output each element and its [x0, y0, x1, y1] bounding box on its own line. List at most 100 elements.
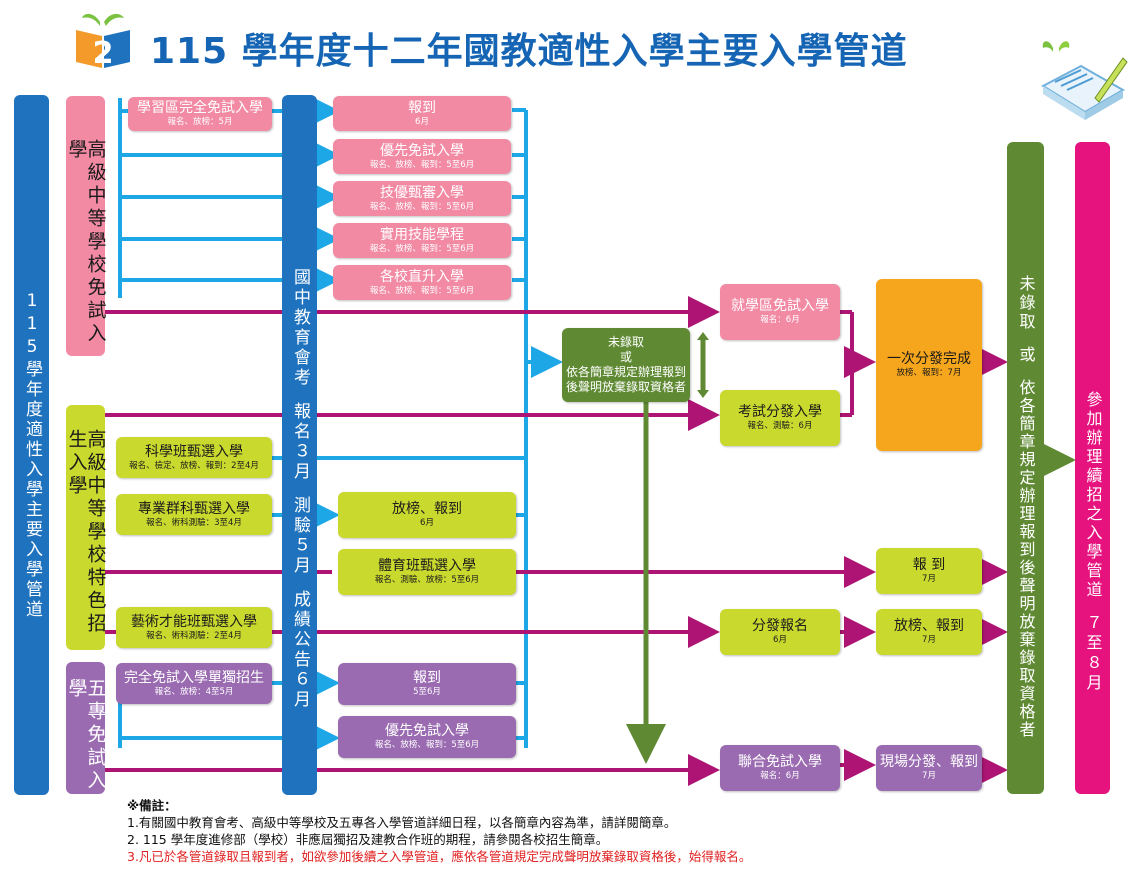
box-subtitle: 報名、術科測驗：2至4月 — [146, 630, 242, 641]
box-independent: 完全免試入學單獨招生 報名、放榜：4至5月 — [116, 663, 272, 704]
box-subtitle: 報名、放榜、報到：5至6月 — [369, 201, 475, 212]
box-subtitle: 報名、測驗、放榜：5至6月 — [374, 575, 480, 585]
page-title: 115 學年度十二年國教適性入學主要入學管道 — [150, 31, 908, 72]
box-title: 放榜、報到 — [894, 618, 964, 634]
box-science: 科學班甄選入學 報名、檢定、放榜、報到：2至4月 — [116, 437, 272, 478]
exam-bar: 國中教育會考 報名３月 測驗５月 成績公告６月 — [282, 95, 317, 795]
box-line: 依各簡章規定辦理報到 — [565, 365, 686, 379]
box-title: 就學區免試入學 — [731, 298, 829, 314]
box-subtitle: 報名、放榜、報到：5至6月 — [369, 243, 475, 254]
box-subtitle: 報名、術科測驗：3至4月 — [146, 517, 242, 528]
box-line: 後聲明放棄錄取資格者 — [565, 380, 686, 394]
notes-section: ※備註： 1.有關國中教育會考、高級中等學校及五專各入學管道詳細日程，以各簡章內… — [127, 797, 751, 865]
box-title: 技優甄審入學 — [380, 184, 464, 201]
category-five-year: 五專免試入學 — [65, 662, 107, 794]
right-bar-text: 未錄取 — [1016, 275, 1036, 332]
box-line: 未錄取 — [607, 335, 644, 349]
box-onsite: 現場分發、報到 7月 — [876, 745, 982, 791]
exam-bar-title: 國中教育會考 — [290, 268, 310, 388]
book-logo-icon: 2 — [70, 8, 140, 71]
box-subtitle: 7月 — [922, 635, 936, 645]
box-register: 報到 6月 — [333, 96, 511, 131]
box-arts: 藝術才能班甄選入學 報名、術科測驗：2至4月 — [116, 607, 272, 648]
box-priority: 優先免試入學 報名、放榜、報到：5至6月 — [333, 139, 511, 174]
not-admitted-box: 未錄取 或 依各簡章規定辦理報到 後聲明放棄錄取資格者 — [562, 328, 690, 402]
box-title: 優先免試入學 — [380, 142, 464, 159]
exam-bar-register: 報名３月 — [290, 402, 310, 482]
right-bar-text: 或 — [1016, 346, 1036, 365]
box-title: 聯合免試入學 — [738, 754, 822, 770]
box-subtitle: 報名、檢定、放榜、報到：2至4月 — [129, 460, 259, 471]
box-title: 完全免試入學單獨招生 — [124, 669, 264, 686]
box-title: 報到 — [408, 99, 436, 116]
left-main-channel-bar: 115學年度適性入學主要入學管道 — [14, 95, 49, 795]
notepad-pencil-icon — [1035, 38, 1130, 128]
box-title: 報 到 — [912, 557, 946, 573]
box-subtitle: 報名、放榜、報到：5至6月 — [374, 740, 480, 750]
box-title: 優先免試入學 — [385, 723, 469, 739]
box-subtitle: 6月 — [415, 116, 429, 127]
svg-text:2: 2 — [93, 36, 114, 70]
box-subtitle: 7月 — [922, 771, 936, 781]
box-vocational: 專業群科甄選入學 報名、術科測驗：3至4月 — [116, 494, 272, 535]
box-practical: 實用技能學程 報名、放榜、報到：5至6月 — [333, 223, 511, 258]
left-main-channel-label: 115學年度適性入學主要入學管道 — [22, 291, 42, 620]
note-3: 3.凡已於各管道錄取且報到者，如欲參加後續之入學管道，應依各管道規定完成聲明放棄… — [127, 849, 752, 864]
box-direct: 各校直升入學 報名、放榜、報到：5至6月 — [333, 265, 511, 300]
category-free-exam: 高級中等學校免試入學 — [65, 96, 107, 356]
box-joint: 聯合免試入學 報名：6月 — [720, 745, 840, 791]
box-title: 現場分發、報到 — [880, 754, 978, 770]
box-subtitle: 報名、放榜、報到：5至6月 — [369, 285, 475, 296]
box-sports: 體育班甄選入學 報名、測驗、放榜：5至6月 — [338, 549, 516, 595]
box-sports-reg: 報 到 7月 — [876, 548, 982, 594]
category-free-exam-label: 高級中等學校免試入學 — [65, 139, 107, 346]
box-subtitle: 報名：6月 — [760, 771, 800, 781]
box-subtitle: 6月 — [773, 635, 787, 645]
box-subtitle: 報名：6月 — [760, 315, 800, 325]
box-title: 考試分發入學 — [738, 404, 822, 420]
box-title: 報到 — [413, 670, 441, 686]
note-1: 1.有關國中教育會考、高級中等學校及五專各入學管道詳細日程，以各簡章內容為準，請… — [127, 815, 677, 830]
box-release: 放榜、報到 6月 — [338, 492, 516, 538]
right-continue-bar: 參加辦理續招之入學管道 ７至８月 — [1075, 142, 1110, 794]
right-bar-text: 依各簡章規定辦理報到後聲明放棄錄取資格者 — [1016, 379, 1036, 739]
box-line: 或 — [619, 350, 632, 364]
box-dist-apply: 分發報名 6月 — [720, 609, 840, 655]
box-fy-register: 報到 5至6月 — [338, 663, 516, 705]
box-subtitle: 報名、放榜、報到：5至6月 — [369, 159, 475, 170]
right-continue-text: 參加辦理續招之入學管道 — [1083, 390, 1103, 600]
box-subtitle: 放榜、報到：7月 — [896, 368, 962, 378]
box-title: 實用技能學程 — [380, 226, 464, 243]
box-one-time: 一次分發完成 放榜、報到：7月 — [876, 279, 982, 451]
box-title: 體育班甄選入學 — [378, 558, 476, 574]
category-five-year-label: 五專免試入學 — [65, 678, 107, 793]
right-not-admitted-bar: 未錄取 或 依各簡章規定辦理報到後聲明放棄錄取資格者 — [1007, 142, 1044, 794]
box-exam-dist: 考試分發入學 報名、測驗：6月 — [720, 390, 840, 446]
exam-bar-test: 測驗５月 — [290, 496, 310, 576]
box-community-free: 學習區完全免試入學 報名、放榜：5月 — [128, 97, 272, 131]
box-title: 科學班甄選入學 — [145, 443, 243, 460]
box-subtitle: 5至6月 — [413, 687, 441, 697]
notes-header: ※備註： — [127, 798, 177, 813]
box-subtitle: 報名、放榜：4至5月 — [154, 686, 234, 697]
box-subtitle: 報名、測驗：6月 — [747, 421, 813, 431]
box-skill: 技優甄審入學 報名、放榜、報到：5至6月 — [333, 181, 511, 216]
box-subtitle: 6月 — [420, 518, 434, 528]
box-title: 藝術才能班甄選入學 — [131, 613, 257, 630]
box-district: 就學區免試入學 報名：6月 — [720, 284, 840, 340]
category-special: 高級中等學校特色招生入學 — [65, 405, 107, 650]
box-subtitle: 報名、放榜：5月 — [167, 117, 233, 127]
box-title: 放榜、報到 — [392, 501, 462, 517]
box-subtitle: 7月 — [922, 574, 936, 584]
box-title: 學習區完全免試入學 — [137, 100, 263, 116]
box-title: 專業群科甄選入學 — [138, 500, 250, 517]
note-2: 2. 115 學年度進修部（學校）非應屆獨招及建教合作班的期程，請參閱各校招生簡… — [127, 832, 609, 847]
box-fy-priority: 優先免試入學 報名、放榜、報到：5至6月 — [338, 716, 516, 758]
box-title: 一次分發完成 — [887, 351, 971, 367]
box-title: 分發報名 — [752, 618, 808, 634]
box-title: 各校直升入學 — [380, 268, 464, 285]
exam-bar-result: 成績公告６月 — [290, 590, 310, 710]
category-special-label: 高級中等學校特色招生入學 — [65, 429, 107, 636]
box-dist-release: 放榜、報到 7月 — [876, 609, 982, 655]
right-continue-period: ７至８月 — [1083, 613, 1103, 694]
